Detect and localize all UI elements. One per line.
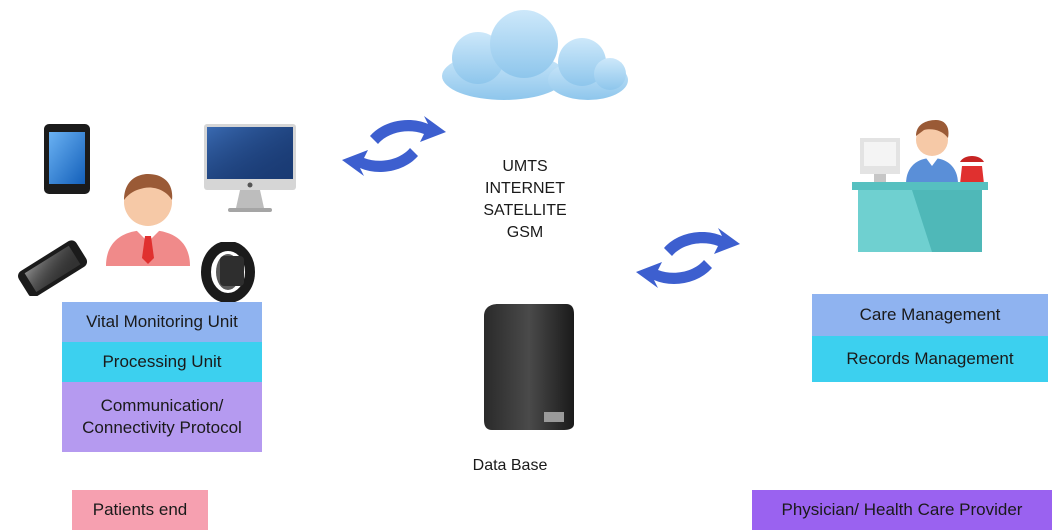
network-list: UMTS INTERNET SATELLITE GSM (440, 156, 610, 244)
sync-arrows-icon-bottom (636, 228, 740, 288)
care-management-box: Care Management (812, 294, 1048, 336)
network-item-umts: UMTS (502, 158, 548, 175)
health-provider-desk-icon (852, 120, 988, 252)
communication-protocol-box: Communication/ Connectivity Protocol (62, 382, 262, 452)
desktop-computer-icon (204, 124, 296, 212)
network-item-gsm: GSM (506, 224, 544, 241)
database-label: Data Base (472, 457, 548, 474)
tablet-icon (44, 124, 90, 194)
smart-band-icon (201, 242, 255, 302)
cloud-icon (442, 10, 628, 100)
sync-arrows-icon-top (342, 116, 446, 176)
provider-label: Physician/ Health Care Provider (752, 490, 1052, 530)
network-item-internet: INTERNET (485, 180, 565, 197)
vital-monitoring-unit-box: Vital Monitoring Unit (62, 302, 262, 342)
patient-avatar-icon (106, 174, 190, 266)
records-management-box: Records Management (812, 336, 1048, 382)
smartphone-icon (18, 240, 88, 296)
processing-unit-box: Processing Unit (62, 342, 262, 382)
database-drive-icon (484, 304, 574, 430)
network-item-satellite: SATELLITE (483, 202, 567, 219)
patients-end-label: Patients end (72, 490, 208, 530)
